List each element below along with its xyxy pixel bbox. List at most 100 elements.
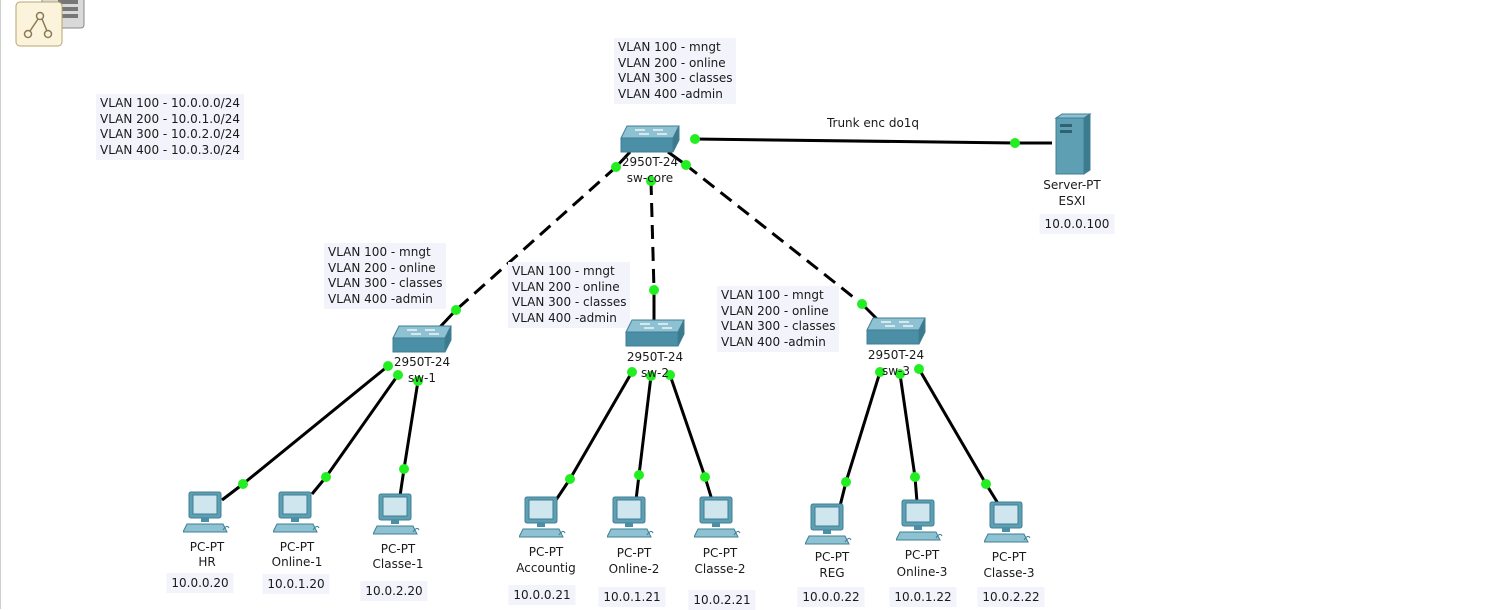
pc-reg-type: PC-PT (814, 550, 850, 564)
pc-online-2-name: Online-2 (608, 562, 660, 576)
pc-online-1-name: Online-1 (271, 555, 323, 569)
pc-classe-2-type: PC-PT (702, 546, 738, 560)
port-status-light (681, 160, 691, 170)
pc-classe-2-ip: 10.0.2.21 (688, 590, 756, 610)
link-core-sw1[interactable] (455, 165, 617, 312)
pc-online-2[interactable] (606, 495, 655, 547)
port-status-light (321, 472, 331, 482)
port-status-light (393, 370, 403, 380)
pc-online-2-type: PC-PT (616, 546, 652, 560)
pc-classe-3-ip: 10.0.2.22 (977, 587, 1045, 607)
pc-classe-3[interactable] (983, 500, 1032, 552)
port-status-light (611, 162, 621, 172)
server-type: Server-PT (1043, 178, 1101, 192)
server-icon (1054, 113, 1092, 175)
switch-sw2-name: sw-2 (640, 366, 670, 380)
pc-icon (804, 503, 852, 545)
pc-online-2-ip: 10.0.1.21 (598, 587, 666, 607)
pc-icon (518, 496, 566, 538)
port-status-light (646, 176, 656, 186)
port-status-light (895, 369, 905, 379)
pc-online-3[interactable] (895, 498, 944, 550)
pc-icon (182, 491, 230, 533)
pc-classe-1[interactable] (372, 492, 421, 544)
switch-icon (625, 319, 685, 347)
pc-online-3-ip: 10.0.1.22 (889, 587, 957, 607)
port-status-light (665, 370, 675, 380)
pc-icon (606, 496, 654, 538)
link-core-sw3[interactable] (685, 163, 863, 306)
port-status-light (399, 464, 409, 474)
switch-core-name: sw-core (626, 171, 674, 185)
server-name: ESXI (1058, 194, 1086, 208)
pc-online-1[interactable] (272, 490, 321, 542)
port-status-light (238, 479, 248, 489)
pc-icon (895, 499, 943, 541)
switch-core-model: 2950T-24 (621, 155, 679, 169)
server-ip: 10.0.0.100 (1039, 214, 1115, 234)
pc-online-1-ip: 10.0.1.20 (262, 574, 330, 594)
link-sw3-classe3[interactable] (917, 368, 988, 485)
port-status-light (383, 361, 393, 371)
pc-classe-3-name: Classe-3 (983, 566, 1035, 580)
port-status-light (910, 472, 920, 482)
workspace-left-border (0, 0, 1, 609)
port-status-light (700, 472, 710, 482)
pc-classe-1-type: PC-PT (380, 542, 416, 556)
pc-online-1-type: PC-PT (279, 540, 315, 554)
link-sw1-hr[interactable] (242, 364, 389, 486)
switch-sw2[interactable] (624, 318, 686, 354)
switch-icon (866, 317, 926, 345)
pc-hr[interactable] (182, 490, 231, 542)
server-esxi[interactable] (1052, 112, 1092, 180)
core-vlan-note: VLAN 100 - mngt VLAN 200 - online VLAN 3… (614, 38, 737, 105)
link-core-sw2[interactable] (649, 180, 656, 291)
trunk-label: Trunk enc do1q (826, 116, 920, 130)
pc-classe-2[interactable] (693, 495, 742, 547)
pc-icon (983, 501, 1031, 543)
port-status-light (914, 364, 924, 374)
pc-hr-type: PC-PT (189, 540, 225, 554)
pc-hr-name: HR (198, 555, 216, 569)
sw2-vlan-note: VLAN 100 - mngt VLAN 200 - online VLAN 3… (508, 262, 631, 329)
pc-accounting-name: Accountig (516, 561, 576, 575)
switch-icon (620, 125, 680, 153)
link-sw1-online1[interactable] (324, 374, 400, 478)
pc-icon (372, 493, 420, 535)
port-status-light (841, 477, 851, 487)
pc-classe-3-type: PC-PT (991, 550, 1027, 564)
link-sw2-classe2[interactable] (668, 374, 707, 478)
switch-sw3-name: sw-3 (881, 364, 911, 378)
link-sw3-online3[interactable] (898, 373, 917, 478)
switch-sw1-name: sw-1 (407, 371, 437, 385)
pc-classe-1-ip: 10.0.2.20 (360, 581, 428, 601)
pc-accounting[interactable] (518, 495, 567, 547)
pc-classe-2-name: Classe-2 (694, 562, 746, 576)
switch-sw2-model: 2950T-24 (626, 350, 684, 364)
pc-classe-1-name: Classe-1 (372, 557, 424, 571)
port-status-light (451, 305, 461, 315)
sw1-vlan-note: VLAN 100 - mngt VLAN 200 - online VLAN 3… (324, 243, 447, 310)
link-sw2-accounting[interactable] (568, 371, 634, 480)
port-status-light (646, 371, 656, 381)
subnet-note: VLAN 100 - 10.0.0.0/24 VLAN 200 - 10.0.1… (96, 94, 244, 161)
logical-workspace-icon[interactable] (6, 0, 86, 48)
pc-online-3-type: PC-PT (904, 548, 940, 562)
pc-reg-name: REG (819, 566, 845, 580)
pc-icon (693, 496, 741, 538)
link-sw2-online2[interactable] (637, 375, 653, 476)
pc-reg[interactable] (804, 502, 853, 554)
link-sw3-reg[interactable] (844, 371, 882, 483)
switch-sw3-model: 2950T-24 (867, 348, 925, 362)
switch-core[interactable] (619, 124, 681, 160)
link-sw1-classe1[interactable] (402, 380, 420, 470)
pc-reg-ip: 10.0.0.22 (797, 587, 865, 607)
port-status-light (875, 367, 885, 377)
switch-icon (392, 325, 452, 353)
pc-accounting-type: PC-PT (528, 545, 564, 559)
pc-hr-ip: 10.0.0.20 (166, 573, 234, 593)
link-core-server[interactable] (694, 137, 1016, 145)
switch-sw3[interactable] (865, 316, 927, 352)
switch-sw1[interactable] (391, 324, 453, 360)
